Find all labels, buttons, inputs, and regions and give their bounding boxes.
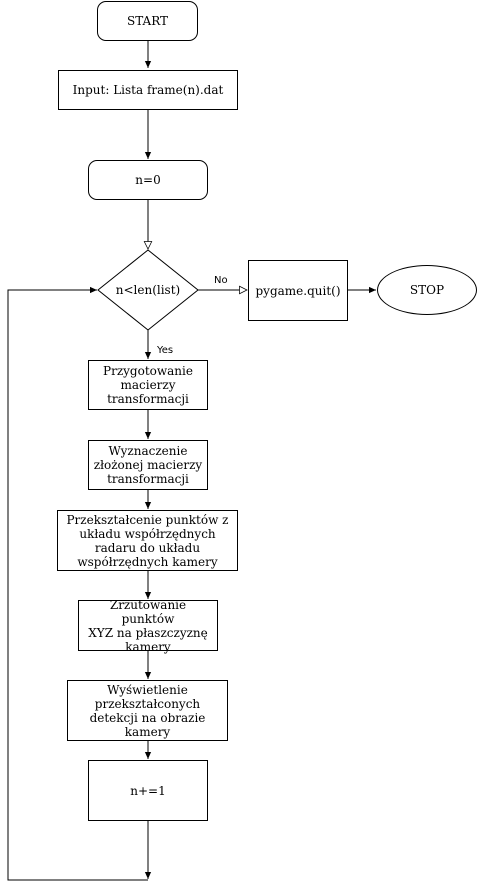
stop-node: STOP — [377, 265, 477, 315]
display-node: Wyświetlenie przekształconych detekcji n… — [67, 680, 228, 741]
condition-diamond — [97, 249, 199, 331]
project-node: Zrzutowanie punktów XYZ na płaszczyznę k… — [78, 597, 218, 654]
increment-node: n+=1 — [88, 760, 208, 821]
input-label: Input: Lista frame(n).dat — [72, 83, 224, 97]
condition-label: n<len(list) — [115, 283, 181, 297]
increment-label: n+=1 — [130, 783, 166, 798]
stop-label: STOP — [409, 283, 445, 297]
yes-label: Yes — [157, 345, 174, 356]
transform-label: Przekształcenie punktów z układu współrz… — [66, 512, 229, 569]
start-label: START — [126, 14, 169, 28]
condition-text: n<len(list) — [98, 250, 198, 330]
input-node: Input: Lista frame(n).dat — [58, 70, 238, 110]
start-node: START — [97, 1, 198, 41]
prep-node: Przygotowanie macierzy transformacji — [88, 360, 208, 410]
prep-label: Przygotowanie macierzy transformacji — [103, 364, 193, 406]
compose-node: Wyznaczenie złożonej macierzy transforma… — [88, 440, 208, 490]
init-label: n=0 — [135, 173, 161, 187]
display-label: Wyświetlenie przekształconych detekcji n… — [89, 682, 206, 739]
project-label: Zrzutowanie punktów XYZ na płaszczyznę k… — [88, 597, 208, 654]
init-node: n=0 — [88, 160, 208, 200]
no-label: No — [214, 275, 228, 286]
compose-label: Wyznaczenie złożonej macierzy transforma… — [93, 444, 203, 486]
quit-label: pygame.quit() — [255, 283, 341, 298]
edge-loop-back — [7, 286, 148, 881]
transform-node: Przekształcenie punktów z układu współrz… — [57, 510, 238, 571]
quit-node: pygame.quit() — [248, 260, 348, 321]
